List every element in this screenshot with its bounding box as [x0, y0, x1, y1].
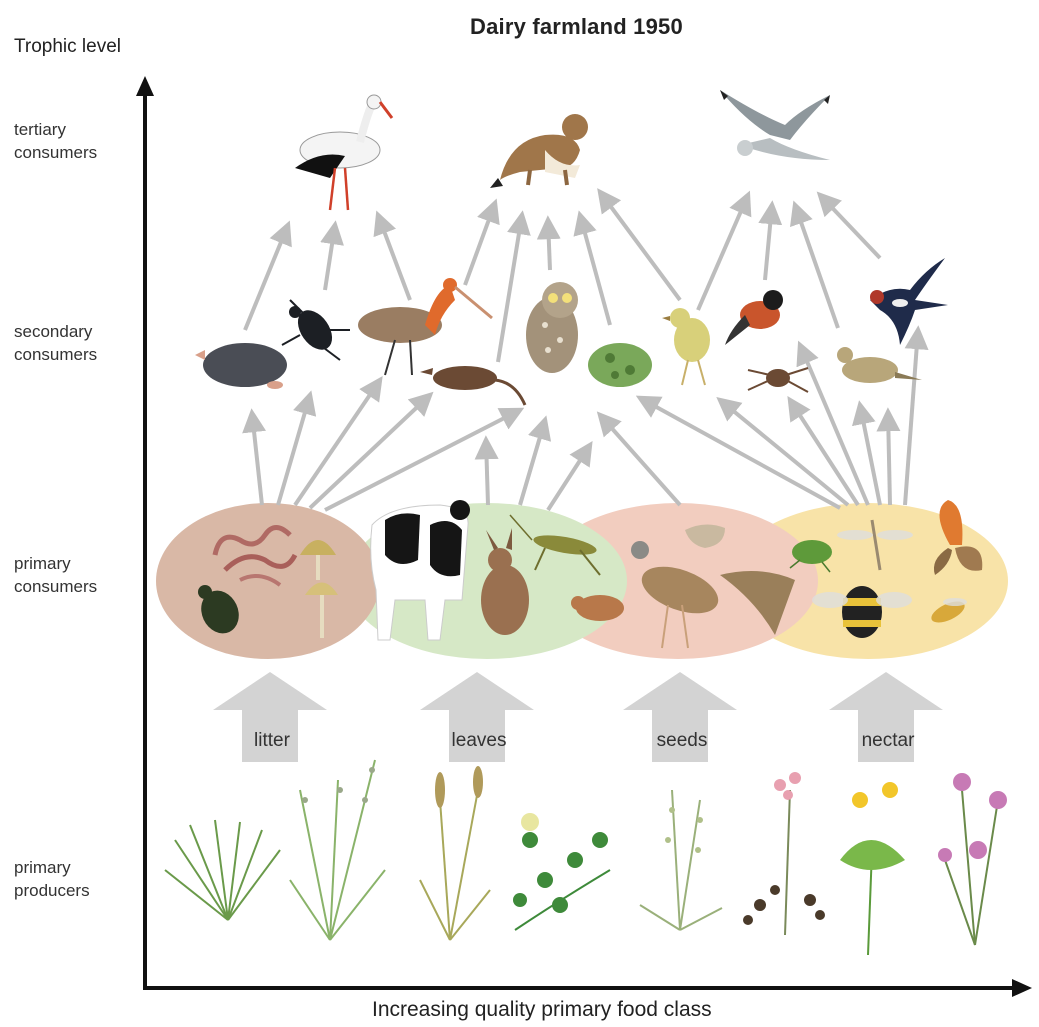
feeding-arrow — [378, 215, 410, 300]
feeding-arrow — [548, 220, 550, 270]
owl-icon — [526, 282, 578, 373]
feeding-arrow — [905, 330, 918, 505]
food-class-label-litter: litter — [212, 730, 332, 752]
litter-group-ellipse — [156, 503, 380, 659]
feeding-arrow — [520, 420, 545, 505]
y-axis-arrowhead — [136, 76, 154, 96]
spider-icon — [748, 368, 808, 392]
mole-icon — [195, 343, 287, 389]
food-class-label-seeds: seeds — [622, 730, 742, 752]
feeding-arrow — [600, 192, 680, 300]
shepherds-purse-icon — [640, 790, 722, 930]
feeding-arrow — [765, 205, 772, 280]
clover-icon — [513, 813, 610, 930]
feeding-arrow — [245, 225, 288, 330]
stork-icon — [295, 95, 392, 210]
meadow-grass-icon — [290, 760, 385, 940]
feeding-arrow — [325, 410, 520, 510]
feeding-arrow — [325, 225, 335, 290]
feeding-arrow — [600, 415, 680, 505]
feeding-arrow — [580, 215, 610, 325]
feeding-arrow — [548, 445, 590, 510]
stoat-icon — [490, 114, 588, 188]
feeding-arrow — [486, 440, 488, 505]
shrew-icon — [420, 366, 525, 405]
beetle-icon — [282, 300, 350, 360]
sorrel-icon — [743, 772, 825, 935]
frog-icon — [588, 343, 652, 387]
foxtail-icon — [420, 766, 490, 940]
feeding-arrows — [245, 192, 918, 510]
feeding-arrow — [795, 205, 838, 328]
pipit-icon — [837, 347, 922, 383]
godwit-icon — [358, 278, 492, 375]
ragged-robin-icon — [938, 773, 1007, 945]
grass-tuft-icon — [165, 820, 280, 920]
harrier-icon — [720, 90, 830, 160]
primary-consumer-groups — [156, 503, 1008, 659]
food-class-label-nectar: nectar — [828, 730, 948, 752]
feeding-arrow — [820, 195, 880, 258]
feeding-arrow — [252, 413, 262, 505]
stonechat-icon — [725, 290, 783, 345]
swallow-icon — [870, 258, 948, 345]
x-axis-arrowhead — [1012, 979, 1032, 997]
buttercup-icon — [840, 782, 905, 955]
chick-icon — [662, 308, 710, 385]
feeding-arrow — [698, 195, 748, 310]
feeding-arrow — [888, 412, 890, 505]
feeding-arrow — [465, 203, 495, 285]
feeding-arrow — [310, 395, 430, 508]
feeding-arrow — [498, 215, 522, 362]
food-class-label-leaves: leaves — [419, 730, 539, 752]
